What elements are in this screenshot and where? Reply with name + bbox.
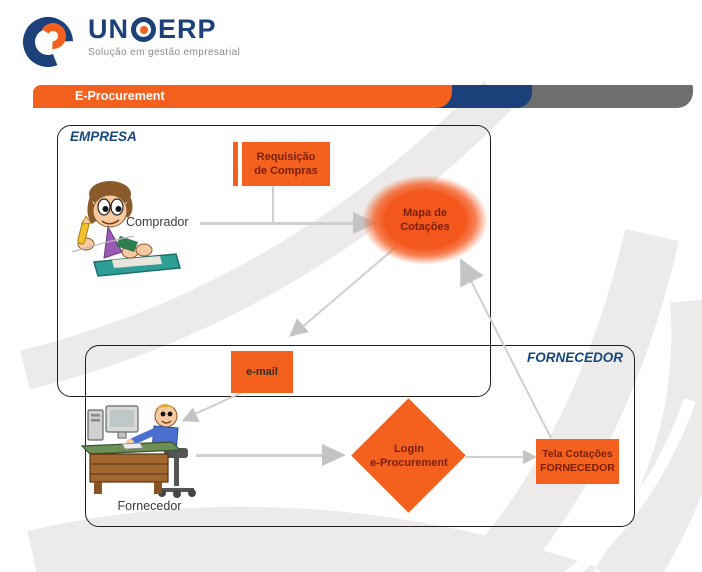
- empresa-label: EMPRESA: [70, 129, 137, 144]
- email-label: e-mail: [246, 365, 278, 378]
- empresa-group-box: [57, 125, 491, 397]
- requisicao-de-compras-node: Requisição de Compras: [242, 142, 330, 186]
- login-line1: Login: [394, 443, 424, 455]
- comprador-caption: Comprador: [126, 215, 189, 229]
- fornecedor-illustration: [80, 404, 196, 498]
- arrowhead-right3-icon: [523, 450, 537, 464]
- swirl-logo-icon: [22, 17, 73, 67]
- brand-name-suffix: ERP: [158, 14, 217, 44]
- brand-o-icon: [131, 17, 156, 42]
- comprador-illustration: [71, 181, 181, 277]
- brand-wordmark: UN ERP: [88, 16, 240, 43]
- brand-tagline: Solução em gestão empresarial: [88, 47, 241, 58]
- fornecedor-label: FORNECEDOR: [526, 350, 623, 365]
- brand-logo: UN ERP Solução em gestão empresarial: [20, 12, 240, 70]
- arrowhead-right2-icon: [322, 444, 346, 466]
- requisicao-accent-bar: [233, 142, 238, 186]
- fornecedor-group-box: [85, 345, 635, 527]
- tela-line1: Tela Cotações: [542, 447, 613, 460]
- banner-title: E-Procurement: [75, 89, 165, 103]
- login-eprocurement-label: Login e-Procurement: [352, 442, 466, 471]
- arrow-login-to-tela: [466, 456, 523, 458]
- email-node: e-mail: [231, 351, 293, 393]
- banner-orange-bar: [33, 85, 452, 108]
- arrow-fornecedor-to-login: [196, 454, 324, 457]
- requisicao-line2: de Compras: [254, 165, 318, 177]
- connector-requisicao-to-flow: [272, 186, 274, 223]
- mapa-de-cotacoes-node: Mapa de Cotações: [363, 176, 487, 264]
- brand-name-prefix: UN: [88, 14, 129, 44]
- tela-line2: FORNECEDOR: [540, 461, 615, 474]
- mapa-line2: Cotações: [400, 221, 450, 233]
- requisicao-line1: Requisição: [256, 150, 316, 163]
- arrow-comprador-to-mapa: [200, 222, 353, 225]
- login-line2: e-Procurement: [370, 457, 448, 470]
- mapa-line1: Mapa de: [402, 206, 447, 219]
- fornecedor-caption: Fornecedor: [117, 499, 182, 513]
- tela-cotacoes-node: Tela Cotações FORNECEDOR: [536, 439, 619, 484]
